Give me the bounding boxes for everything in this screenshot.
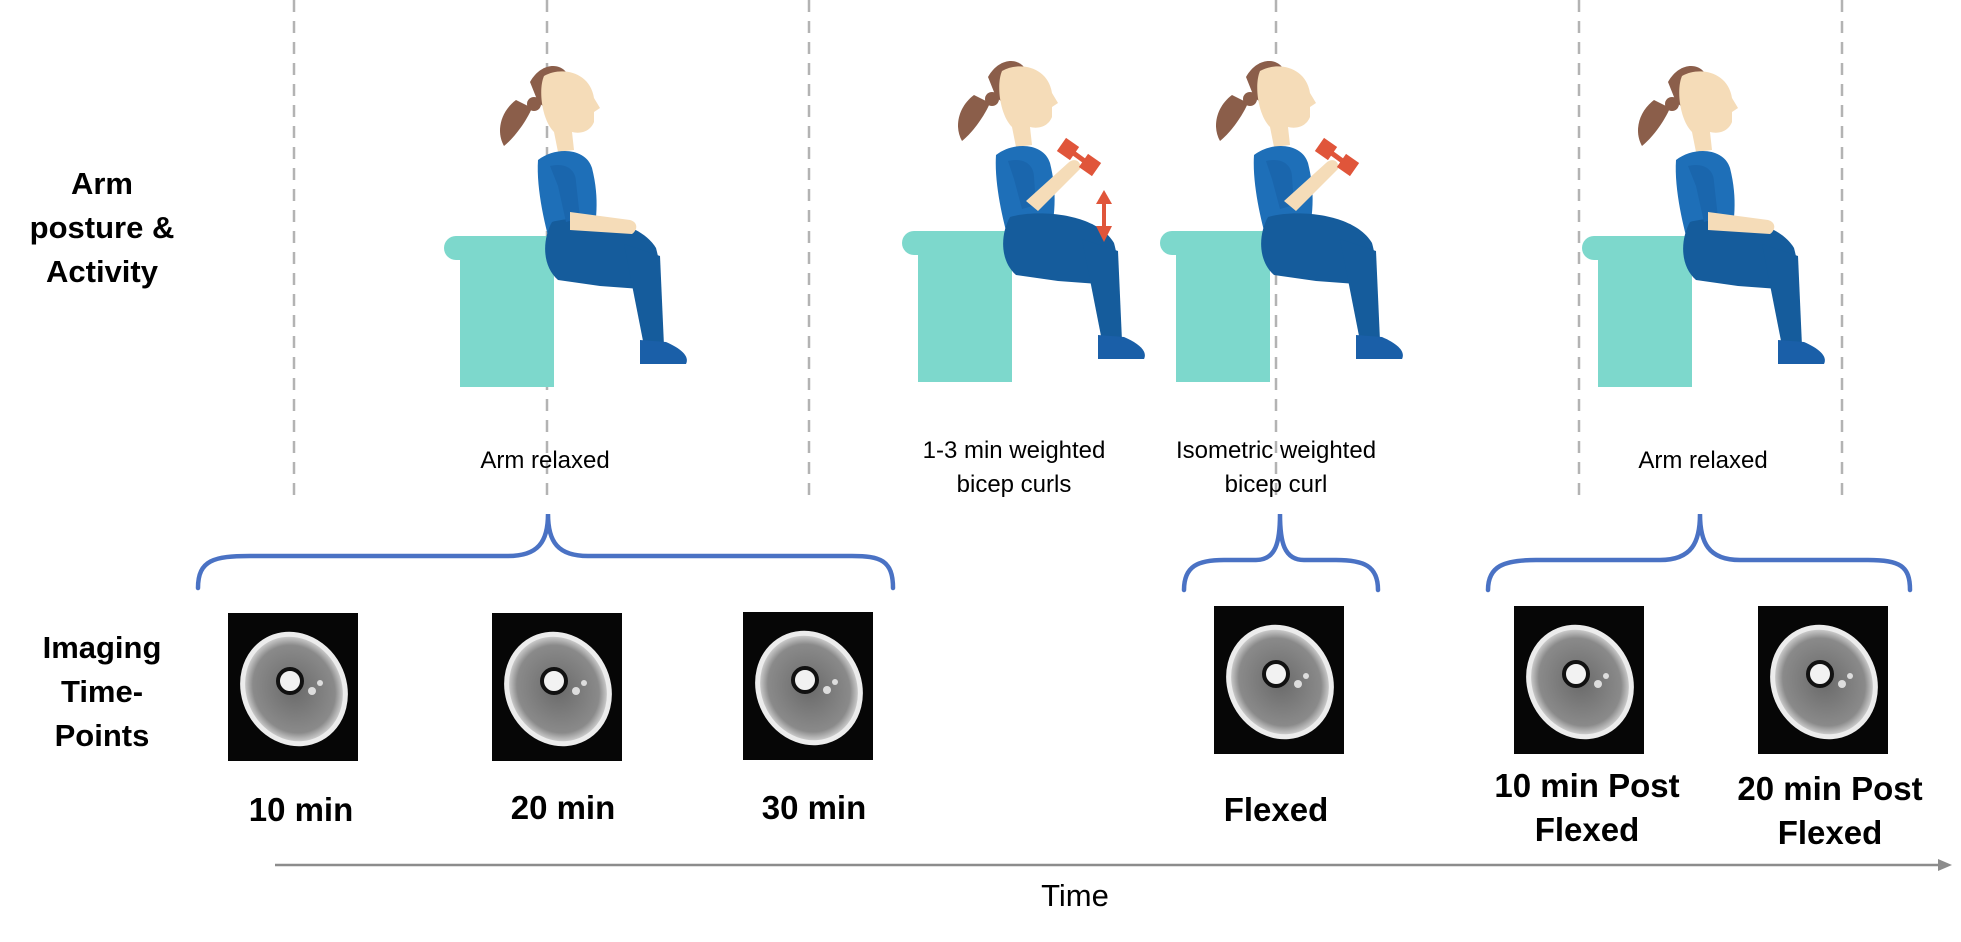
posture-label-isometric-curl: Isometric weighted bicep curl xyxy=(1175,437,1377,498)
timepoint-braces xyxy=(195,513,1913,593)
posture-label-bicep-curls: 1-3 min weighted bicep curls xyxy=(922,437,1106,498)
time-axis xyxy=(275,859,1952,871)
mri-thumbnail xyxy=(1214,606,1344,754)
brace-baseline xyxy=(195,513,896,591)
up-down-arrow-icon xyxy=(1096,190,1112,242)
row-label-arm-posture-activity: Arm posture & Activity xyxy=(29,166,175,289)
timepoint-label-10-min-post-flexed: 10 min Post Flexed xyxy=(1494,767,1680,848)
mri-thumbnail xyxy=(743,612,873,760)
posture-label-arm-relaxed: Arm relaxed xyxy=(1638,447,1768,474)
brace-post-flexed xyxy=(1485,513,1913,593)
mri-thumbnail xyxy=(492,613,622,761)
seated-woman-arm-relaxed-icon xyxy=(1582,66,1825,387)
brace-flexed xyxy=(1181,513,1381,593)
mri-thumbnail xyxy=(1514,606,1644,754)
mri-thumbnail xyxy=(228,613,358,761)
seated-woman-isometric-curl-icon xyxy=(1160,61,1403,382)
seated-woman-arm-relaxed-icon xyxy=(444,66,687,387)
posture-label-arm-relaxed: Arm relaxed xyxy=(480,447,610,474)
timepoint-label-10-min: 10 min xyxy=(248,791,354,828)
timepoint-label-20-min: 20 min xyxy=(510,789,616,826)
time-axis-label: Time xyxy=(1041,878,1109,913)
row-label-imaging-time-points: Imaging Time- Points xyxy=(42,630,162,753)
mri-thumbnail xyxy=(1758,606,1888,754)
seated-woman-bicep-curl-icon xyxy=(902,61,1145,382)
timepoint-label-30-min: 30 min xyxy=(761,789,867,826)
timepoint-label-20-min-post-flexed: 20 min Post Flexed xyxy=(1737,770,1923,851)
timepoint-label-flexed: Flexed xyxy=(1223,791,1329,828)
